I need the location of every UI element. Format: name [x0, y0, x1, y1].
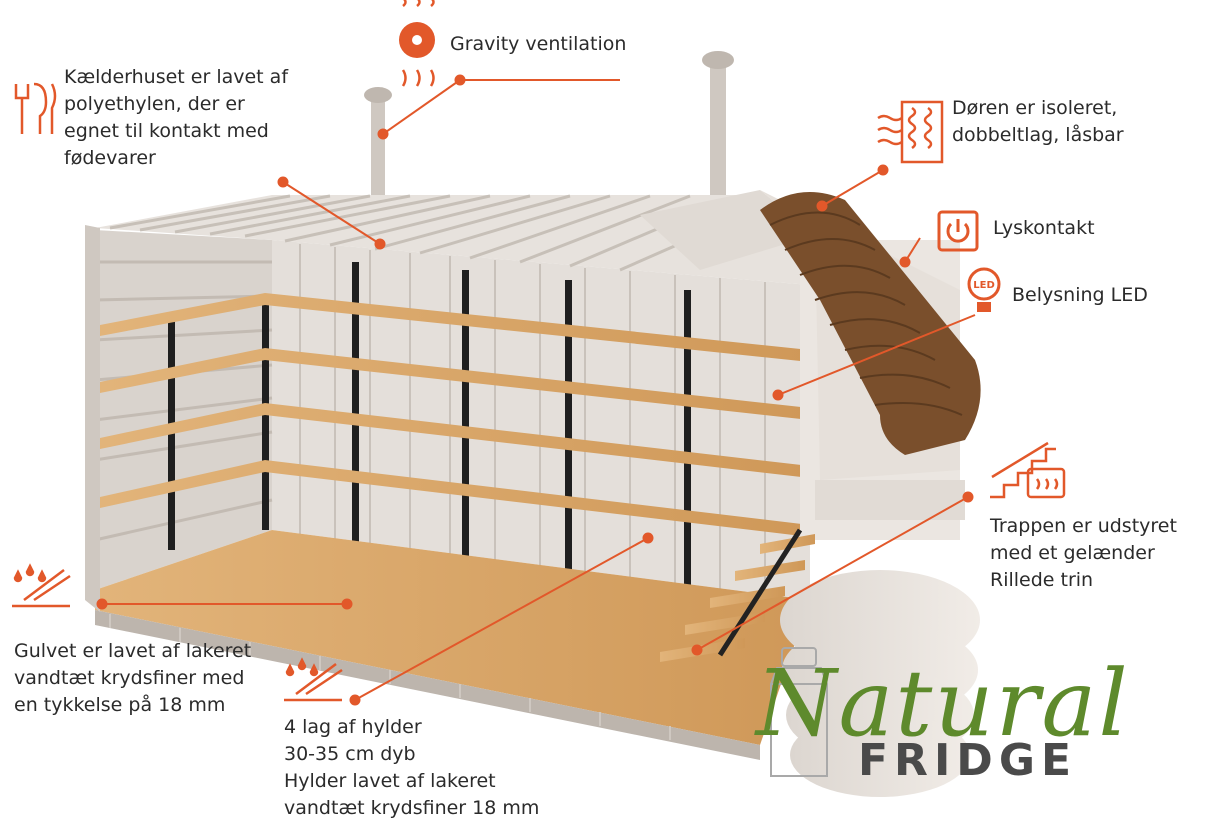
- label-door: Døren er isoleret, dobbeltlag, låsbar: [952, 95, 1124, 149]
- label-line: egnet til kontakt med: [64, 120, 269, 142]
- stair-rail: [717, 528, 803, 657]
- label-line: vandtæt krydsfiner med: [14, 667, 245, 689]
- left-shell-edge: [85, 225, 100, 612]
- label-line: vandtæt krydsfiner 18 mm: [284, 797, 540, 819]
- fan-heat-icon: [399, 0, 435, 87]
- stairs: [660, 534, 815, 662]
- label-house-material: Kælderhuset er lavet af polyethylen, der…: [64, 64, 288, 172]
- ventilation-chimneys: [364, 51, 734, 208]
- label-line: Gravity ventilation: [450, 33, 627, 55]
- label-line: Belysning LED: [1012, 284, 1148, 306]
- label-line: en tykkelse på 18 mm: [14, 694, 226, 716]
- label-line: Døren er isoleret,: [952, 97, 1118, 119]
- label-floor: Gulvet er lavet af lakeret vandtæt kryds…: [14, 638, 251, 719]
- stairs-heat-icon: [990, 441, 1066, 499]
- logo-wordmark: Natural: [756, 650, 1130, 757]
- label-gravity-ventilation: Gravity ventilation: [450, 31, 626, 58]
- label-line: med et gelænder: [990, 542, 1155, 564]
- label-stairs: Trappen er udstyret med et gelænder Rill…: [990, 513, 1177, 594]
- label-line: Kælderhuset er lavet af: [64, 66, 289, 88]
- waterproof-shelf-icon: [284, 657, 343, 702]
- label-line: Lyskontakt: [993, 217, 1095, 239]
- label-led: Belysning LED: [1012, 282, 1148, 309]
- label-line: polyethylen, der er: [64, 93, 245, 115]
- food-safe-icon: [14, 82, 57, 134]
- waterproof-floor-icon: [12, 563, 71, 608]
- insulated-door-icon: [877, 100, 944, 164]
- label-line: Rillede trin: [990, 569, 1094, 591]
- logo-subtitle: FRIDGE: [858, 735, 1078, 786]
- label-line: Trappen er udstyret: [990, 515, 1177, 537]
- label-line: Hylder lavet af lakeret: [284, 770, 496, 792]
- label-switch: Lyskontakt: [993, 215, 1095, 242]
- label-line: dobbeltlag, låsbar: [952, 124, 1124, 146]
- power-switch-icon: [937, 210, 979, 252]
- shelving: [100, 262, 810, 590]
- led-badge-text: LED: [973, 280, 995, 291]
- led-bulb-icon: LED: [967, 267, 1001, 312]
- leader-lines: [96, 74, 976, 706]
- label-line: Gulvet er lavet af lakeret: [14, 640, 252, 662]
- logo-jar-icon: [770, 647, 828, 777]
- label-line: 4 lag af hylder: [284, 716, 422, 738]
- floor: [95, 530, 810, 760]
- label-line: 30-35 cm dyb: [284, 743, 416, 765]
- label-shelves: 4 lag af hylder 30-35 cm dyb Hylder lave…: [284, 714, 539, 822]
- door-panel: [760, 192, 981, 455]
- label-line: fødevarer: [64, 147, 156, 169]
